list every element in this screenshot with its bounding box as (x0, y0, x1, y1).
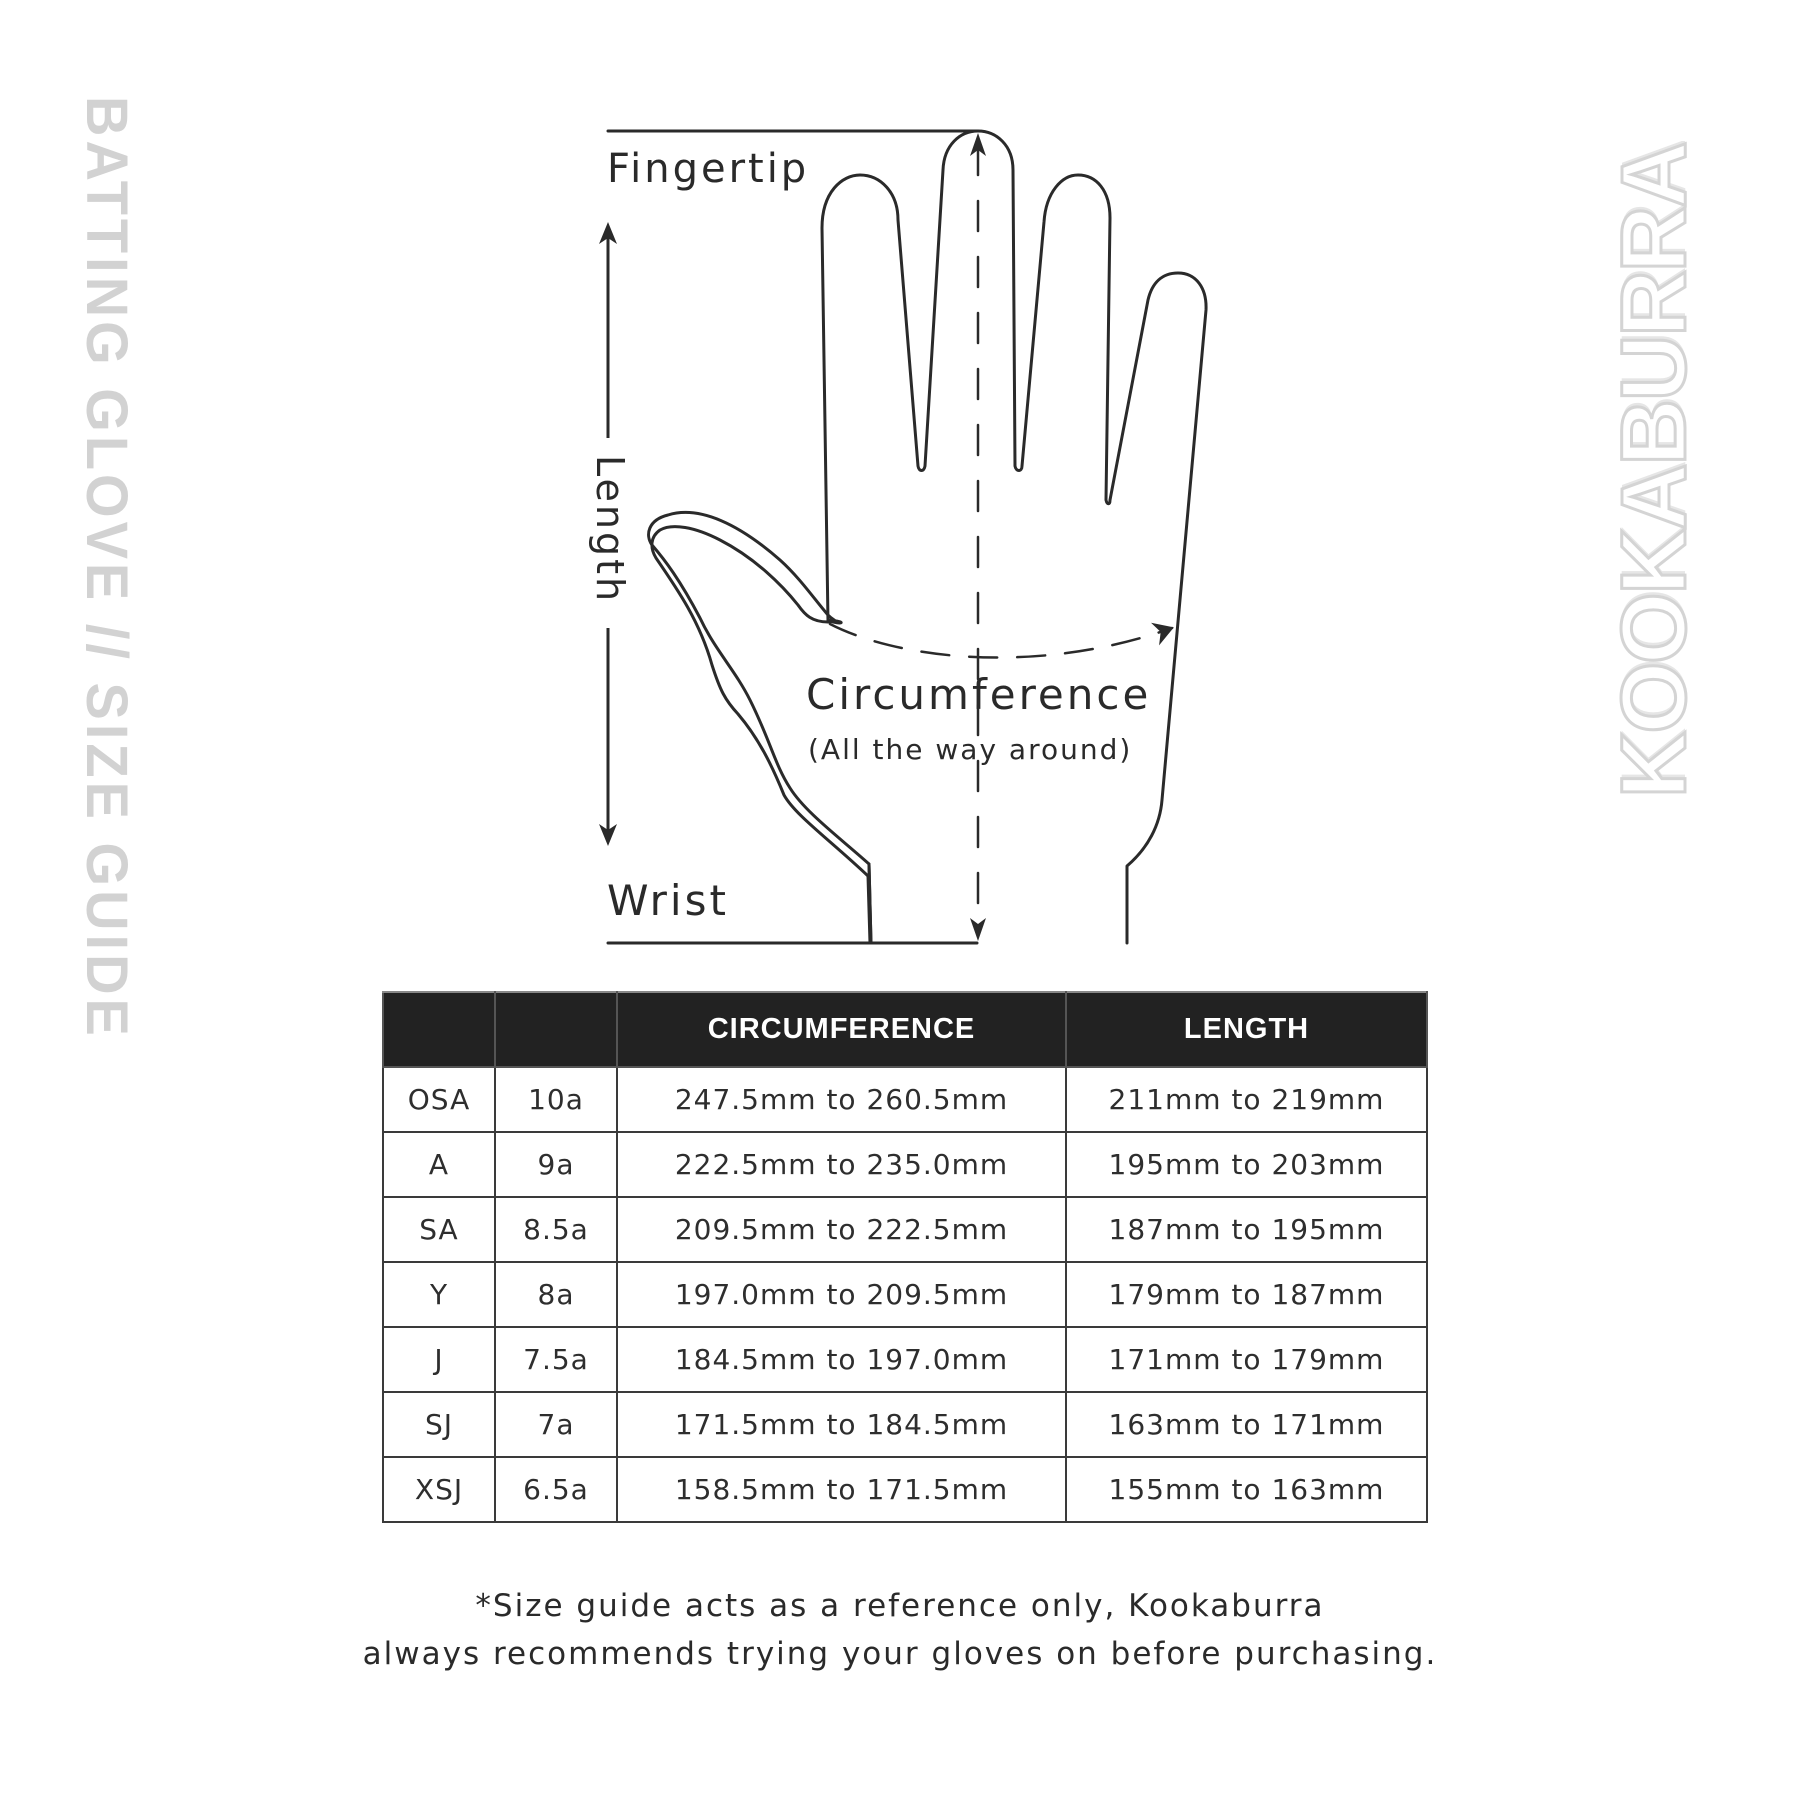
size-table: CIRCUMFERENCE LENGTH OSA 10a 247.5mm to … (382, 991, 1428, 1523)
footnote-line-2: always recommends trying your gloves on … (362, 1636, 1438, 1672)
size-cell: SJ (382, 1391, 496, 1458)
code-cell: 9a (494, 1131, 618, 1198)
code-cell: 7a (494, 1391, 618, 1458)
length-cell: 163mm to 171mm (1065, 1391, 1428, 1458)
table-row: J 7.5a 184.5mm to 197.0mm 171mm to 179mm (382, 1326, 1428, 1393)
header-size (382, 991, 496, 1068)
table-row: A 9a 222.5mm to 235.0mm 195mm to 203mm (382, 1131, 1428, 1198)
length-cell: 187mm to 195mm (1065, 1196, 1428, 1263)
size-cell: J (382, 1326, 496, 1393)
hand-measurement-diagram: Fingertip Wrist Length Circumference (Al… (588, 129, 1208, 945)
length-label: Length (588, 455, 632, 605)
table-row: OSA 10a 247.5mm to 260.5mm 211mm to 219m… (382, 1066, 1428, 1133)
fingertip-label: Fingertip (607, 146, 810, 192)
table-row: XSJ 6.5a 158.5mm to 171.5mm 155mm to 163… (382, 1456, 1428, 1523)
size-cell: XSJ (382, 1456, 496, 1523)
circumference-label: Circumference (806, 670, 1152, 719)
table-row: SA 8.5a 209.5mm to 222.5mm 187mm to 195m… (382, 1196, 1428, 1263)
table-header-row: CIRCUMFERENCE LENGTH (382, 991, 1428, 1068)
size-cell: Y (382, 1261, 496, 1328)
code-cell: 7.5a (494, 1326, 618, 1393)
size-cell: OSA (382, 1066, 496, 1133)
header-code (494, 991, 618, 1068)
size-cell: A (382, 1131, 496, 1198)
code-cell: 8a (494, 1261, 618, 1328)
code-cell: 10a (494, 1066, 618, 1133)
length-cell: 211mm to 219mm (1065, 1066, 1428, 1133)
length-cell: 155mm to 163mm (1065, 1456, 1428, 1523)
footnote-line-1: *Size guide acts as a reference only, Ko… (475, 1588, 1325, 1624)
disclaimer-footnote: *Size guide acts as a reference only, Ko… (300, 1582, 1500, 1678)
length-cell: 179mm to 187mm (1065, 1261, 1428, 1328)
length-cell: 171mm to 179mm (1065, 1326, 1428, 1393)
fingertip-arrowhead-icon (970, 133, 986, 156)
header-circumference: CIRCUMFERENCE (616, 991, 1067, 1068)
header-length: LENGTH (1065, 991, 1428, 1068)
circumference-cell: 184.5mm to 197.0mm (616, 1326, 1067, 1393)
hand-outline-icon (599, 129, 1208, 945)
circumference-cell: 171.5mm to 184.5mm (616, 1391, 1067, 1458)
size-cell: SA (382, 1196, 496, 1263)
circumference-note: (All the way around) (808, 733, 1133, 766)
table-row: Y 8a 197.0mm to 209.5mm 179mm to 187mm (382, 1261, 1428, 1328)
length-cell: 195mm to 203mm (1065, 1131, 1428, 1198)
circumference-cell: 197.0mm to 209.5mm (616, 1261, 1067, 1328)
code-cell: 8.5a (494, 1196, 618, 1263)
code-cell: 6.5a (494, 1456, 618, 1523)
circumference-cell: 247.5mm to 260.5mm (616, 1066, 1067, 1133)
circumference-cell: 209.5mm to 222.5mm (616, 1196, 1067, 1263)
wrist-label: Wrist (607, 876, 729, 925)
circumference-cell: 158.5mm to 171.5mm (616, 1456, 1067, 1523)
table-row: SJ 7a 171.5mm to 184.5mm 163mm to 171mm (382, 1391, 1428, 1458)
side-title: BATTING GLOVE // SIZE GUIDE (74, 96, 141, 1040)
wrist-arrowhead-icon (970, 918, 986, 941)
circumference-cell: 222.5mm to 235.0mm (616, 1131, 1067, 1198)
